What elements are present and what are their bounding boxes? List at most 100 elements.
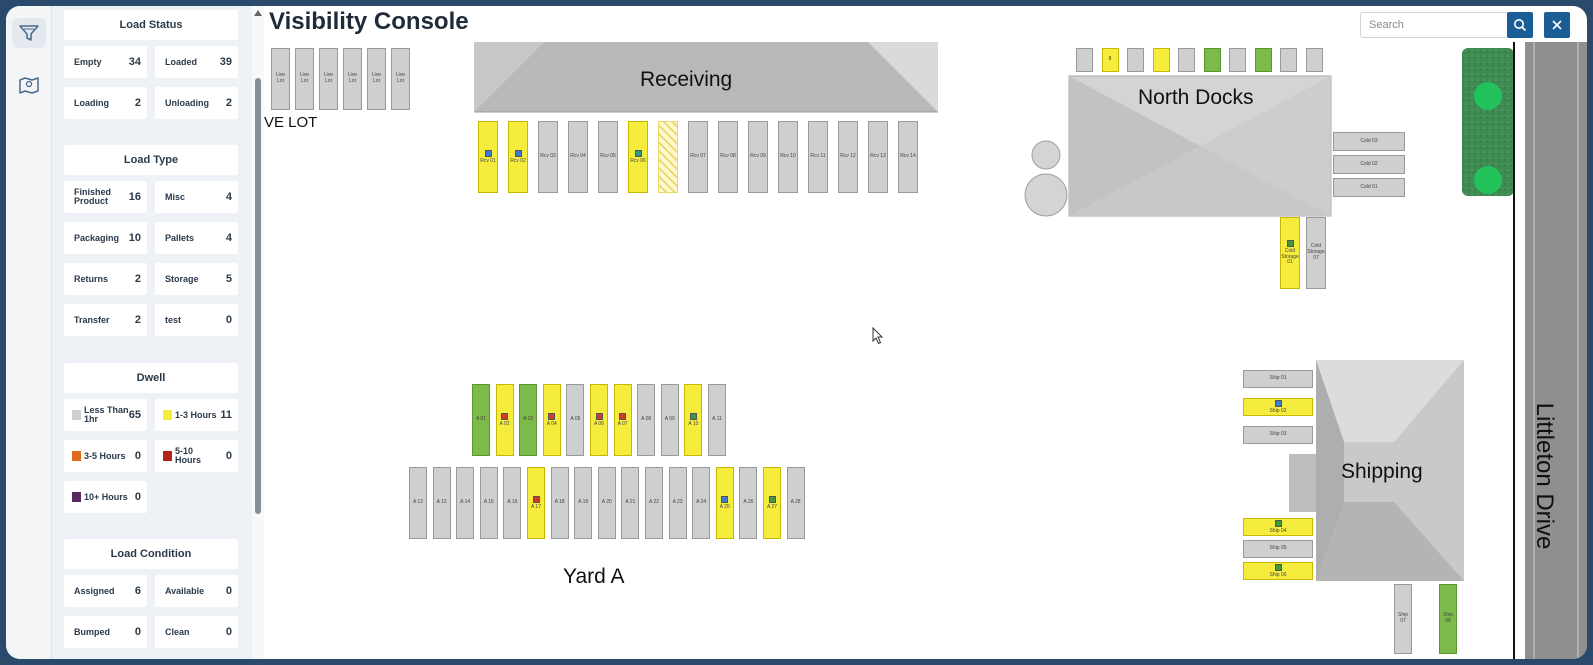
yard-a-slot[interactable]: A 14 [456, 467, 475, 539]
yard-a-slot[interactable]: A 08 [637, 384, 656, 456]
cold-dock-slot[interactable]: Cold 02 [1333, 155, 1405, 174]
yard-a-slot[interactable]: A 12 [409, 467, 427, 539]
receiving-dock-slot[interactable]: Rcv 06 [628, 121, 648, 193]
yard-a-slot[interactable]: A 28 [786, 467, 805, 539]
panel-scrollbar[interactable] [252, 6, 264, 659]
receiving-dock-slot[interactable]: Rcv 01 [478, 121, 498, 193]
yard-a-slot[interactable]: A 22 [645, 467, 663, 539]
receiving-dock-slot[interactable]: Rcv 05 [598, 121, 618, 193]
north-dock-slot[interactable] [1203, 48, 1221, 72]
receiving-dock-slot[interactable]: Rcv 02 [508, 121, 528, 193]
cold-dock-slot[interactable]: Cold 03 [1333, 132, 1405, 151]
shipping-dock-slot[interactable]: Ship 06 [1243, 562, 1313, 580]
live-lot-slot[interactable]: Live Lot [343, 48, 362, 110]
yard-a-slot[interactable]: A 03 [519, 384, 538, 456]
receiving-dock-slot[interactable]: Rcv 07 [688, 121, 708, 193]
yard-a-slot[interactable]: A 26 [739, 467, 758, 539]
filter-icon[interactable] [12, 18, 46, 48]
shipping-dock-slot[interactable]: Ship 03 [1243, 426, 1313, 444]
shipping-dock-slot[interactable]: Ship 04 [1243, 518, 1313, 536]
receiving-dock-slot[interactable]: Rcv 13 [868, 121, 888, 193]
close-button[interactable] [1544, 12, 1570, 38]
shipping-dock-slot[interactable]: Ship 07 [1394, 584, 1412, 654]
north-dock-slot[interactable] [1280, 48, 1297, 72]
yard-a-slot[interactable]: A 25 [715, 467, 734, 539]
yard-a-slot[interactable]: A 16 [503, 467, 522, 539]
north-dock-slot[interactable] [1178, 48, 1195, 72]
shipping-dock-slot[interactable]: Ship 05 [1243, 540, 1313, 558]
live-lot-slot[interactable]: Live Lot [391, 48, 410, 110]
shipping-dock-slot[interactable]: Ship 02 [1243, 398, 1313, 416]
north-dock-slot[interactable] [1305, 48, 1323, 72]
cold-storage-slot[interactable]: Cold Storage 01 [1280, 217, 1300, 289]
receiving-dock-slot[interactable]: Rcv 04 [568, 121, 588, 193]
north-dock-slot[interactable] [1076, 48, 1093, 72]
yard-a-slot[interactable]: A 18 [550, 467, 569, 539]
yard-a-slot[interactable]: A 21 [621, 467, 640, 539]
scrollbar-thumb[interactable] [255, 78, 261, 514]
yard-a-slot[interactable]: A 19 [574, 467, 593, 539]
north-dock-slot[interactable] [1152, 48, 1170, 72]
yard-a-slot[interactable]: A 27 [763, 467, 781, 539]
yard-a-slot[interactable]: A 13 [432, 467, 451, 539]
north-dock-slot[interactable] [1254, 48, 1272, 72]
receiving-dock-slot[interactable]: Rcv 09 [748, 121, 768, 193]
scroll-up-icon[interactable] [254, 10, 262, 16]
yard-a-slot[interactable]: A 04 [542, 384, 561, 456]
yard-a-slot[interactable]: A 07 [613, 384, 632, 456]
yard-a-slot[interactable]: A 23 [668, 467, 687, 539]
yard-a-slot[interactable]: A 09 [660, 384, 679, 456]
cold-dock-slot[interactable]: Cold 01 [1333, 178, 1405, 197]
shipping-dock-slot[interactable]: Ship 01 [1243, 370, 1313, 388]
receiving-dock-slot[interactable]: Rcv 12 [838, 121, 858, 193]
live-lot-slot[interactable]: Live Lot [319, 48, 338, 110]
yard-a-slot[interactable]: A 05 [566, 384, 585, 456]
map-icon[interactable] [12, 70, 46, 100]
yard-a-slot[interactable]: A 06 [590, 384, 608, 456]
north-dock-slot[interactable]: 8 [1101, 48, 1119, 72]
shipping-dock-slot[interactable]: Ship 08 [1439, 584, 1457, 654]
yard-a-slot[interactable]: A 24 [692, 467, 711, 539]
yard-a-slot[interactable]: A 17 [527, 467, 545, 539]
search-button[interactable] [1507, 12, 1533, 38]
receiving-dock-slot[interactable]: Rcv 10 [778, 121, 798, 193]
yard-a-slot[interactable]: A 02 [495, 384, 514, 456]
north-dock-slot[interactable] [1229, 48, 1246, 72]
search-input[interactable] [1360, 12, 1508, 38]
yard-a-slot[interactable]: A 11 [708, 384, 726, 456]
yard-a-slot[interactable]: A 10 [684, 384, 703, 456]
receiving-dock-slot[interactable]: Rcv 08 [718, 121, 738, 193]
cold-storage-slot[interactable]: Cold Storage 07 [1306, 217, 1326, 289]
live-lot-slot[interactable]: Live Lot [271, 48, 290, 110]
receiving-dock-slot[interactable]: Rcv 14 [898, 121, 918, 193]
north-dock-slot[interactable] [1127, 48, 1144, 72]
live-lot-slot[interactable]: Live Lot [367, 48, 386, 110]
receiving-dock-slot[interactable] [658, 121, 678, 193]
yard-a-slot[interactable]: A 01 [472, 384, 490, 456]
yard-a-slot[interactable]: A 20 [597, 467, 616, 539]
receiving-dock-slot[interactable]: Rcv 03 [538, 121, 558, 193]
receiving-dock-slot[interactable]: Rcv 11 [808, 121, 828, 193]
yard-a-slot[interactable]: A 15 [479, 467, 498, 539]
